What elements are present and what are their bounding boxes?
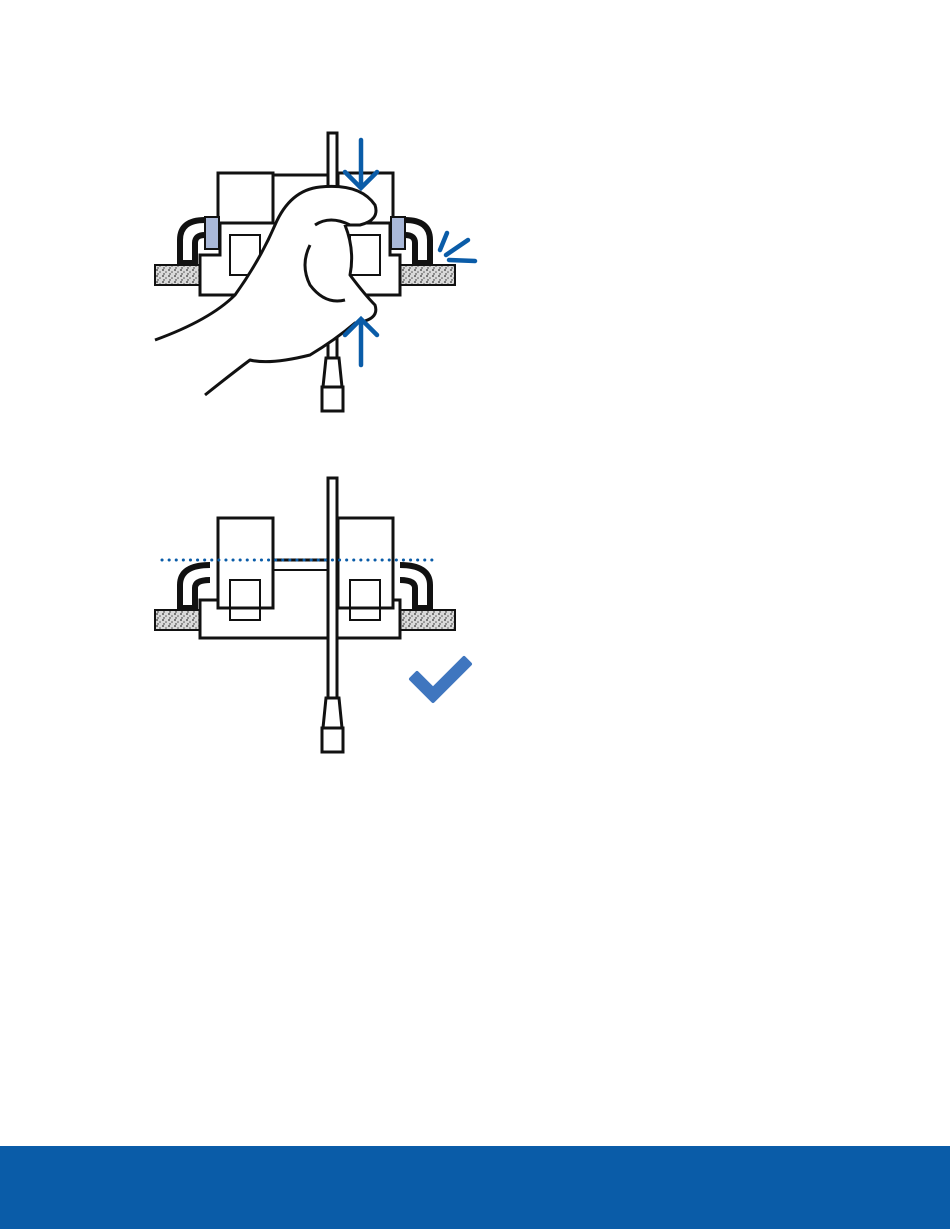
checkmark-icon (411, 658, 470, 701)
click-sound-icon (440, 233, 475, 261)
illustration-installed-mount (150, 475, 485, 760)
ceiling-tile-right (400, 610, 455, 630)
spring-clip-right (400, 565, 430, 608)
illustration-pressing-clips (150, 125, 485, 420)
footer-bar (0, 1146, 950, 1229)
ceiling-tile-right (400, 265, 455, 285)
